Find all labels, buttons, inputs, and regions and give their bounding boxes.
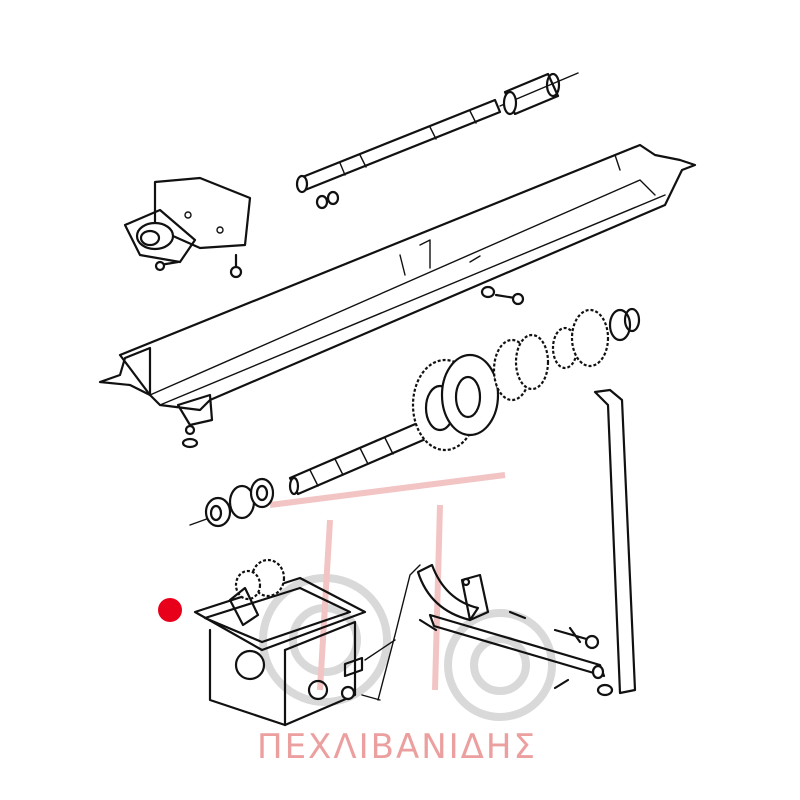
shaft-bearings (189, 477, 275, 528)
shaft-nuts (315, 190, 340, 210)
frame-bolt (480, 285, 525, 306)
channel-frame (98, 143, 697, 449)
detent-pins (508, 610, 600, 690)
synchro-gear-large (411, 353, 500, 452)
input-shaft (295, 72, 579, 194)
gear-cluster (492, 307, 641, 402)
shift-rod (418, 613, 606, 680)
main-shaft (288, 420, 430, 496)
shift-fork (416, 563, 490, 622)
watermark-text: ΠΕΧΛΙΒΑΝΙΔΗΣ (257, 727, 537, 767)
gearbox-top-gear (228, 558, 286, 627)
watermark-logo (259, 472, 556, 721)
bracket-bolts (154, 253, 243, 279)
shaft-sleeve (502, 72, 561, 116)
part-marker-dot[interactable] (158, 598, 182, 622)
linkage-lines (377, 564, 421, 701)
shift-lever (593, 388, 637, 697)
bearing-bracket (123, 176, 252, 264)
